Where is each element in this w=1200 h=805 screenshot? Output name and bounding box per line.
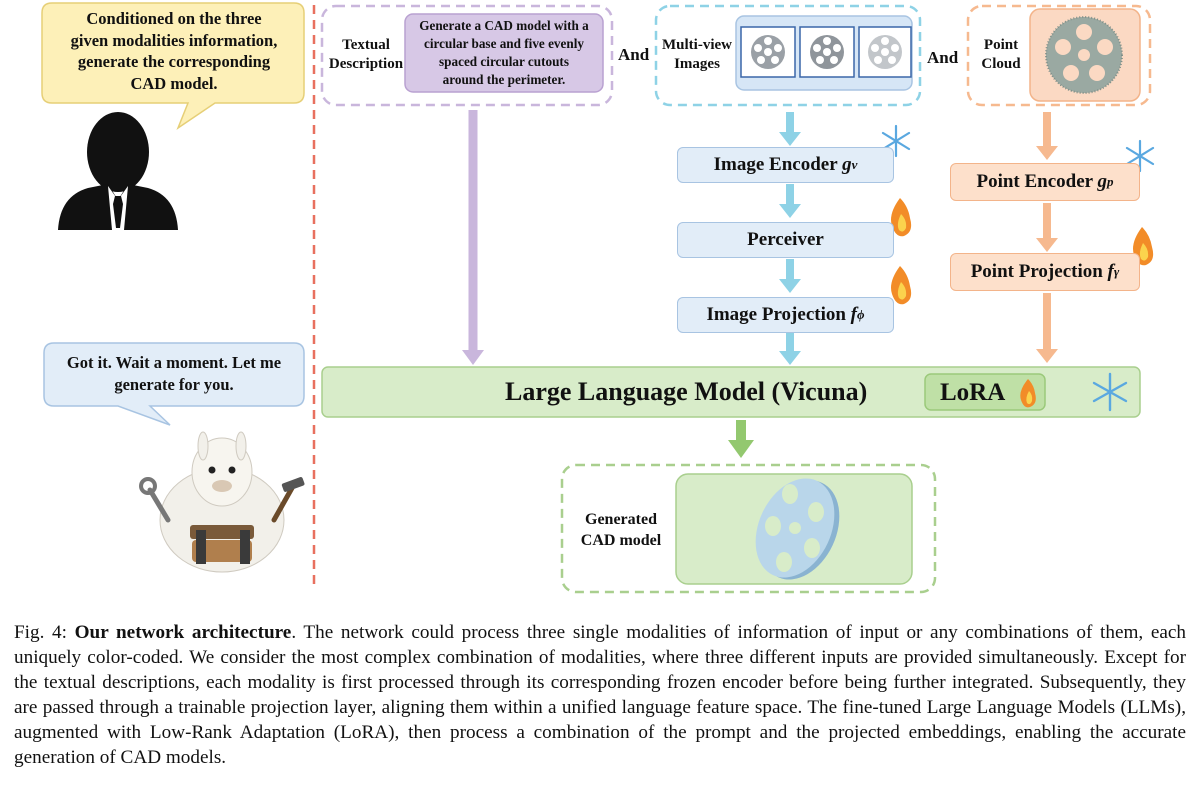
user-bubble-line: generate the corresponding xyxy=(77,52,271,71)
user-tie-icon xyxy=(113,196,123,228)
lora-label: LoRA xyxy=(940,379,1006,406)
assistant-speech-bubble xyxy=(43,342,305,426)
image-encoder-subscript: v xyxy=(851,157,858,172)
pointcloud-label-line: Cloud xyxy=(981,56,1021,72)
multiview-input-frame xyxy=(654,4,922,107)
point-projection-label: Point Projection xyxy=(970,261,1108,282)
text-arrowhead xyxy=(462,350,484,365)
text-input-label: Textual Description xyxy=(326,36,406,74)
point-cloud-image xyxy=(1045,16,1123,94)
image-projection-subscript: ϕ xyxy=(857,307,865,322)
view-image-2 xyxy=(799,26,855,78)
point-projection-symbol: f xyxy=(1107,261,1114,282)
multiview-label-line: Multi-view xyxy=(662,37,732,53)
assistant-bubble-line: generate for you. xyxy=(114,374,234,394)
text-input-label-line: Textual xyxy=(342,37,390,53)
snowflake-icon xyxy=(1125,139,1155,173)
llama-mascot-icon xyxy=(139,431,305,573)
flame-icon xyxy=(1020,379,1036,408)
figure-caption: Fig. 4: Our network architecture. The ne… xyxy=(14,620,1186,770)
point-encoder-subscript: p xyxy=(1107,174,1114,189)
text-prompt-line: around the perimeter. xyxy=(442,72,566,87)
pointcloud-input-label: Point Cloud xyxy=(972,36,1030,74)
user-speech-bubble xyxy=(41,2,305,130)
output-label-line: Generated xyxy=(585,511,657,528)
llm-label: Large Language Model (Vicuna) xyxy=(505,377,868,406)
snowflake-icon xyxy=(881,124,911,158)
text-prompt-box xyxy=(404,13,604,93)
image-encoder-symbol: g xyxy=(842,154,852,175)
text-input-frame xyxy=(320,4,614,107)
user-bubble-line: given modalities information, xyxy=(70,30,278,50)
generated-cad-model-image xyxy=(755,478,840,580)
text-prompt-line: Generate a CAD model with a xyxy=(419,18,589,33)
and-connector-2: And xyxy=(927,48,959,67)
multiview-label-line: Images xyxy=(674,56,720,72)
pointcloud-input-frame xyxy=(966,4,1152,107)
text-prompt: Generate a CAD model with a circular bas… xyxy=(407,17,601,89)
snowflake-icon xyxy=(1092,372,1128,412)
llm-to-output-arrow xyxy=(728,420,754,458)
user-bubble-line: Conditioned on the three xyxy=(86,9,262,28)
output-frame xyxy=(560,463,937,594)
image-projection-label: Image Projection xyxy=(706,304,851,325)
pointcloud-label-line: Point xyxy=(983,37,1019,53)
flame-icon xyxy=(891,198,912,237)
point-encoder-label: Point Encoder xyxy=(976,171,1098,192)
image-encoder-label: Image Encoder xyxy=(713,154,843,175)
point-projection-subscript: γ xyxy=(1113,264,1120,279)
point-path-arrows xyxy=(1036,112,1058,363)
caption-title: Our network architecture xyxy=(74,622,292,643)
lora-box xyxy=(924,373,1046,411)
text-prompt-line: spaced circular cutouts xyxy=(439,54,569,69)
output-label-line: CAD model xyxy=(580,532,662,549)
flame-icon xyxy=(891,266,912,305)
user-bubble-text: Conditioned on the three given modalitie… xyxy=(52,8,296,94)
assistant-bubble-line: Got it. Wait a moment. Let me xyxy=(66,353,282,372)
perceiver-box: Perceiver xyxy=(677,222,894,258)
and-connector-1: And xyxy=(618,45,650,64)
point-encoder-symbol: g xyxy=(1097,171,1108,192)
text-input-label-line: Description xyxy=(328,56,404,72)
output-label: Generated CAD model xyxy=(566,509,676,551)
view-image-3 xyxy=(858,26,912,78)
text-prompt-line: circular base and five evenly xyxy=(424,36,584,51)
caption-fig-label: Fig. 4: xyxy=(14,622,75,643)
caption-body: . The network could process three single… xyxy=(14,622,1186,768)
perceiver-label: Perceiver xyxy=(747,229,824,250)
image-projection-symbol: f xyxy=(850,304,857,325)
multiview-input-label: Multi-view Images xyxy=(656,36,738,74)
user-bubble-line: CAD model. xyxy=(130,73,218,93)
architecture-diagram xyxy=(41,2,1155,594)
image-path-arrows xyxy=(779,112,801,365)
view-image-1 xyxy=(740,26,796,78)
assistant-bubble-text: Got it. Wait a moment. Let me generate f… xyxy=(48,352,300,395)
